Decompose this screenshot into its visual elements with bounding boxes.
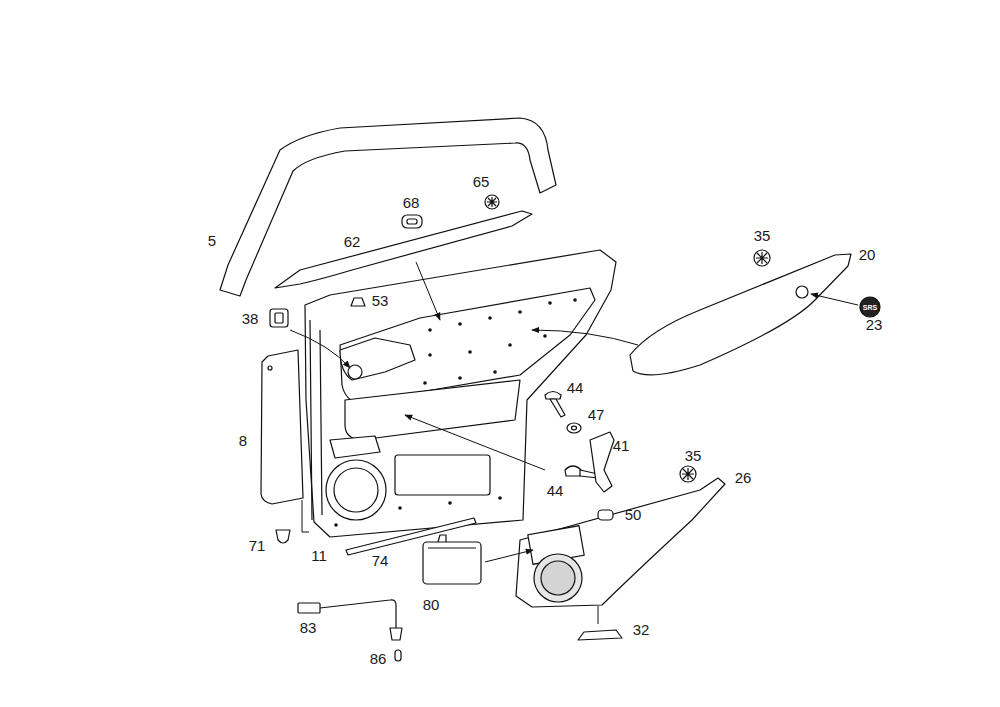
handle-cover [578, 630, 622, 640]
callout-number: 83 [300, 620, 317, 635]
callout-number: 20 [859, 247, 876, 262]
armrest-area [345, 380, 520, 440]
callout-number: 32 [633, 622, 650, 637]
control-unit-edge [428, 535, 476, 548]
callout-number: 38 [242, 311, 259, 326]
clip-star [756, 252, 768, 264]
callout-number: 50 [625, 507, 642, 522]
callout-number: 65 [473, 174, 490, 189]
clip [402, 215, 422, 228]
switch [270, 309, 288, 327]
leader-arrow [405, 415, 545, 470]
callout-number: 35 [685, 448, 702, 463]
callout-number: 41 [613, 438, 630, 453]
leader-arrow [290, 330, 350, 368]
switch-key [275, 313, 283, 323]
leader-arrow [811, 294, 858, 305]
leader-line [302, 500, 309, 532]
speaker-grille [541, 561, 575, 595]
callout-number: 80 [423, 597, 440, 612]
leaders [290, 262, 858, 624]
fastener-dots [334, 298, 577, 527]
callout-number: 47 [588, 407, 605, 422]
clip [754, 250, 770, 266]
hole [268, 366, 272, 370]
pocket-opening [395, 455, 490, 495]
lamp-socket [390, 628, 402, 640]
callout-number: 23 [866, 317, 883, 332]
seal-strip [346, 518, 476, 555]
callout-number: 44 [567, 380, 584, 395]
speaker-opening [326, 460, 386, 520]
srs-badge [860, 297, 880, 317]
speaker-grille [534, 554, 582, 602]
upper-trim [630, 254, 851, 375]
callout-number: 62 [344, 234, 361, 249]
leader-line [598, 606, 599, 624]
panel-edge [330, 436, 380, 458]
clip-star [487, 197, 497, 207]
clip [680, 466, 696, 482]
lower-trim [516, 478, 725, 607]
panel-rib [310, 320, 322, 520]
callout-number: 5 [208, 233, 216, 248]
callout-number: 86 [370, 651, 387, 666]
clip [276, 530, 290, 543]
leader-arrow [416, 262, 440, 320]
clip-star [682, 468, 694, 480]
callout-number: 74 [372, 553, 389, 568]
screw-shank [550, 399, 565, 417]
bulb [395, 650, 401, 661]
screw [565, 466, 581, 476]
callout-number: 71 [249, 538, 266, 553]
handle-recess [340, 338, 415, 380]
handle [348, 365, 362, 379]
parts [220, 118, 880, 661]
clip-slot [407, 219, 417, 224]
callout-number: 44 [547, 483, 564, 498]
callout-number: 26 [735, 470, 752, 485]
screw [545, 392, 561, 400]
clip [485, 195, 499, 209]
callout-number: 68 [403, 195, 420, 210]
airbag-hole [796, 286, 808, 298]
connector [298, 603, 320, 613]
speaker-opening [334, 468, 378, 512]
callout-number: 53 [372, 293, 389, 308]
bracket [590, 432, 614, 492]
leader-arrow [532, 330, 638, 345]
plug [598, 510, 613, 520]
sheet [261, 350, 303, 504]
clip [351, 298, 365, 306]
cable [320, 600, 396, 628]
leader-arrow [485, 550, 533, 562]
callout-number: 35 [754, 228, 771, 243]
badge-text: SRS [863, 304, 877, 311]
callout-number: 8 [239, 433, 247, 448]
washer [567, 423, 581, 433]
door-panel [305, 250, 616, 537]
callout-number: 11 [311, 548, 327, 563]
washer-hole [572, 426, 577, 430]
